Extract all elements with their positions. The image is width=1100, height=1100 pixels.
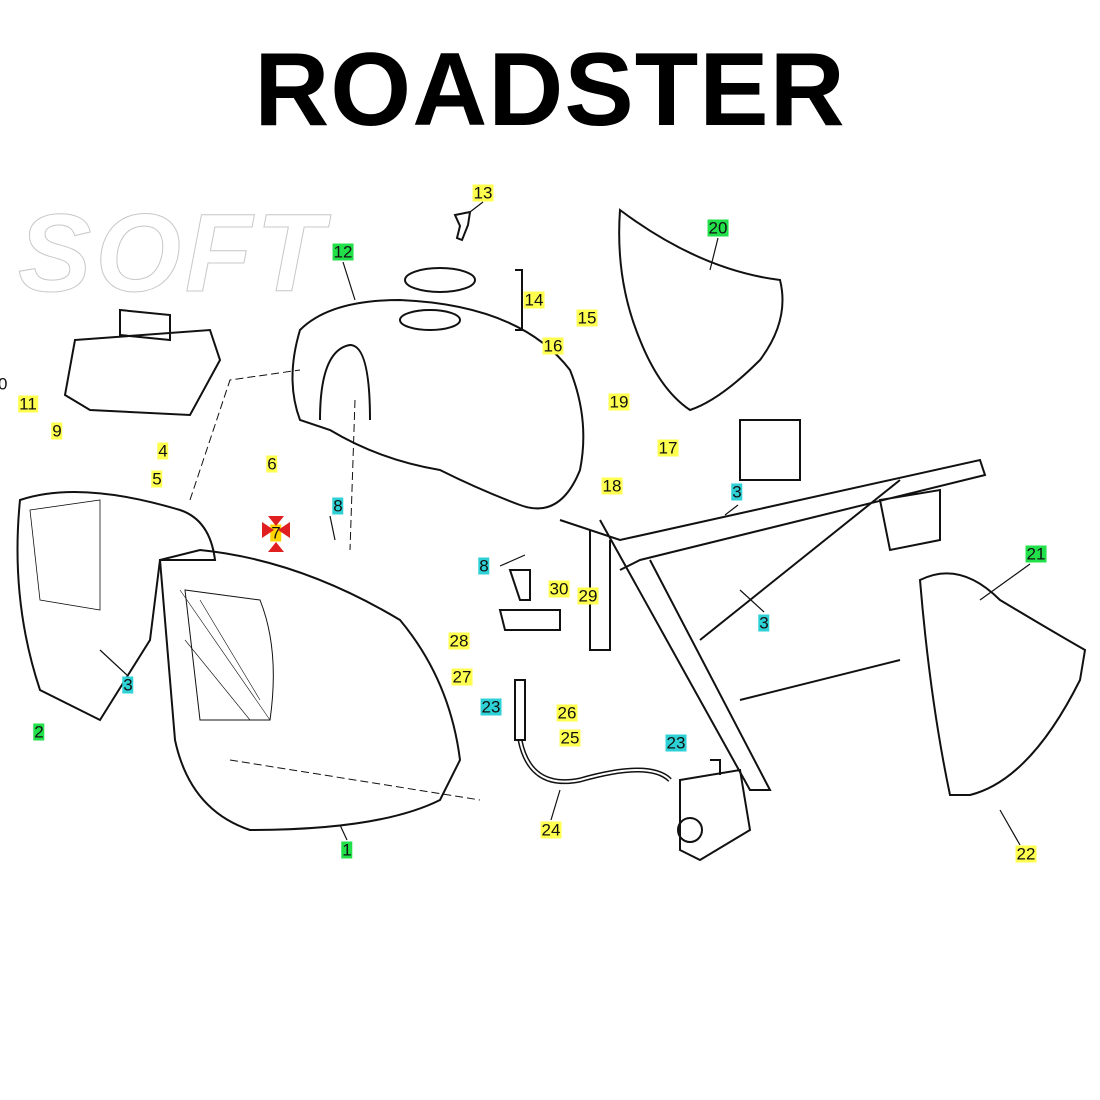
part-label: 26 <box>556 703 578 723</box>
carburetor <box>679 759 752 862</box>
part-12-tank <box>291 298 585 510</box>
part-label: 25 <box>559 728 581 748</box>
part-label: 3 <box>122 675 134 695</box>
part-label: 15 <box>576 308 598 328</box>
part-label: 27 <box>451 667 473 687</box>
part-label: 14 <box>523 290 545 310</box>
part-2-grille <box>16 491 217 722</box>
part-label: 16 <box>542 336 564 356</box>
part-label: 8 <box>478 556 490 576</box>
part-label: 18 <box>601 476 623 496</box>
page-title: ROADSTER <box>254 32 846 148</box>
part-label: 23 <box>480 697 502 717</box>
part-label: 9 <box>51 421 63 441</box>
part-label: 8 <box>332 496 344 516</box>
part-label: 12 <box>332 242 354 262</box>
part-label: 23 <box>665 733 687 753</box>
part-label: 21 <box>1025 544 1047 564</box>
red-arrows-icon <box>262 516 290 552</box>
part-label: 10 <box>0 374 8 394</box>
part-label: 20 <box>707 218 729 238</box>
part-label-highlighted: 7 <box>270 523 282 543</box>
part-label: 6 <box>266 454 278 474</box>
part-label: 11 <box>18 394 38 414</box>
fuel-tap <box>498 569 561 741</box>
part-label: 3 <box>731 482 743 502</box>
watermark-logo: SOFT <box>17 192 328 316</box>
part-label: 4 <box>157 441 169 461</box>
part-label: 24 <box>540 820 562 840</box>
part-label: 2 <box>33 722 45 742</box>
frame <box>559 419 987 791</box>
part-label: 19 <box>608 392 630 412</box>
part-14-cap <box>404 267 476 293</box>
part-label: 1 <box>341 840 353 860</box>
part-1-fairing <box>158 548 462 832</box>
part-label: 17 <box>657 438 679 458</box>
part-label: 22 <box>1015 844 1037 864</box>
part-21-side-panel <box>918 572 1087 796</box>
part-20-side-panel <box>618 208 784 412</box>
part-9-cover <box>63 308 222 417</box>
part-label: 13 <box>472 183 494 203</box>
part-label: 30 <box>548 579 570 599</box>
part-label: 29 <box>577 586 599 606</box>
part-label: 28 <box>448 631 470 651</box>
part-label: 5 <box>151 469 163 489</box>
part-label: 3 <box>758 613 770 633</box>
